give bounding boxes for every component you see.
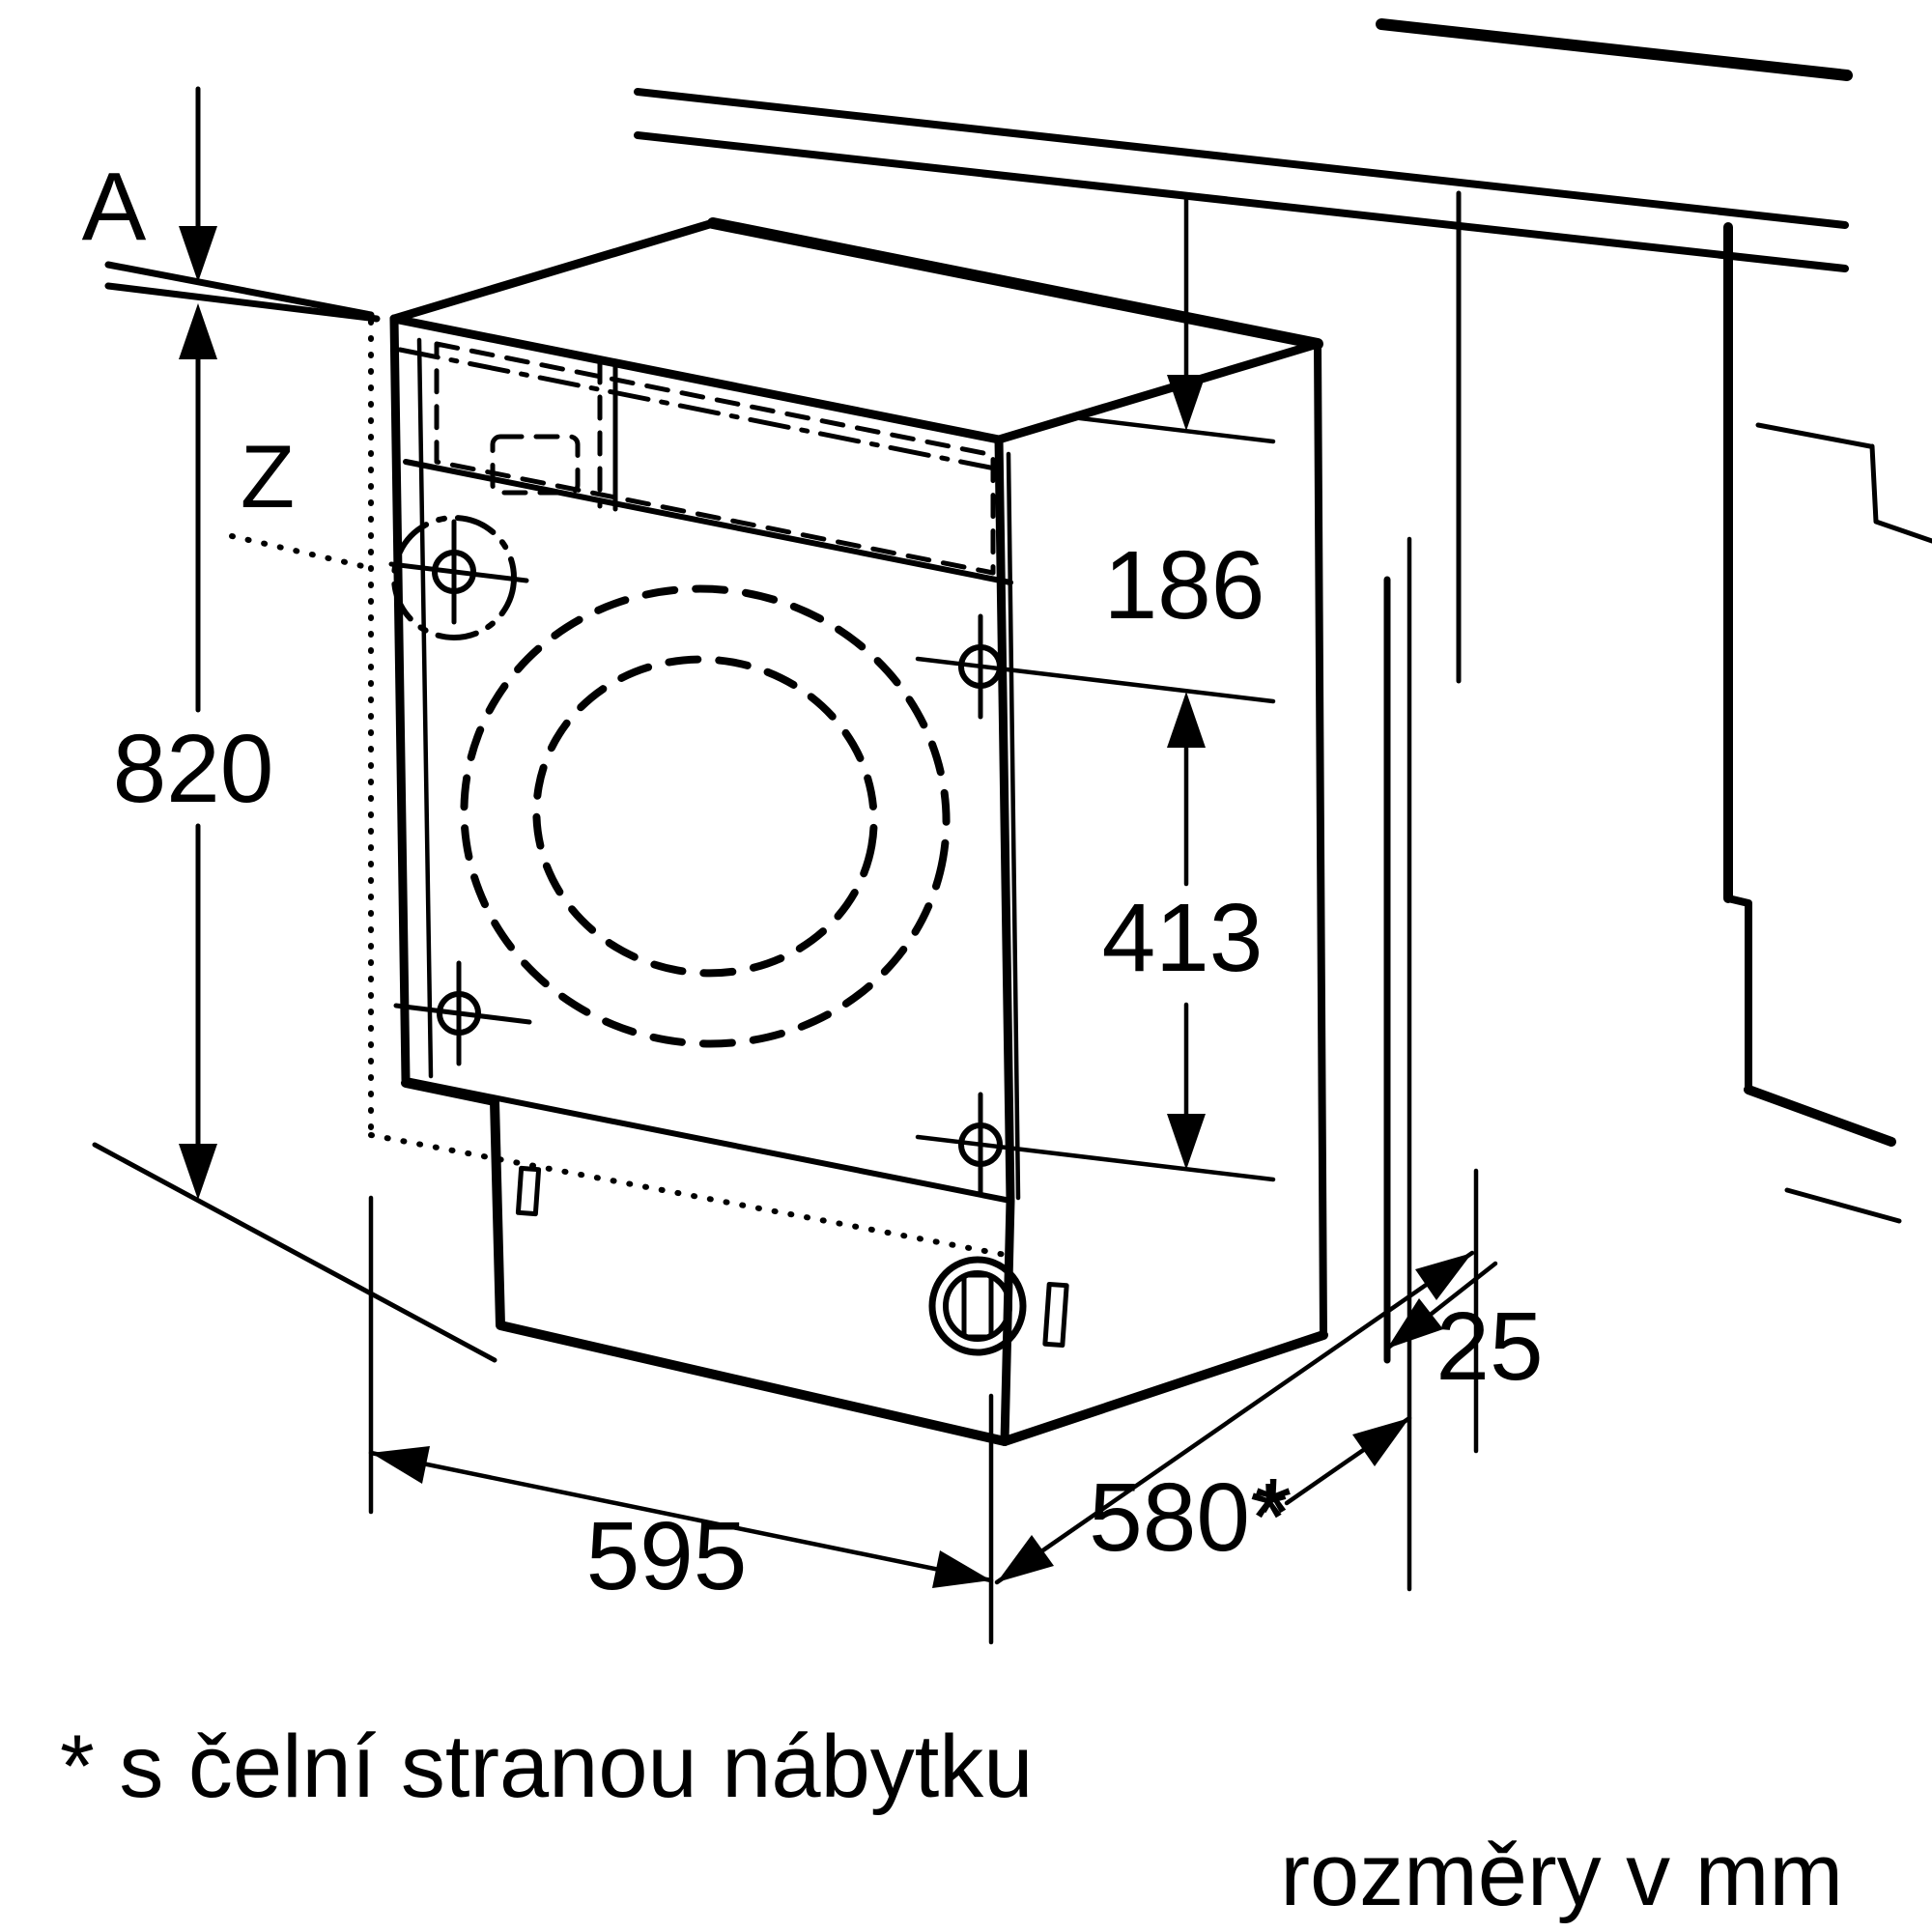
back-right-edge <box>1314 340 1327 1339</box>
mounting-holes <box>388 515 1276 1198</box>
front-left-seam-line <box>416 337 434 1079</box>
plinth-outline <box>401 1078 1009 1446</box>
dim-820: 820 <box>92 356 497 1363</box>
panel-plinth-step <box>1724 895 1752 1094</box>
display-window-hidden <box>490 434 581 496</box>
dim-a: A <box>82 86 217 359</box>
label-186: 186 <box>1104 531 1265 639</box>
drum-inner-circle <box>532 655 878 978</box>
dim-186: 186 <box>1069 194 1276 639</box>
dim-580-line <box>994 1250 1475 1585</box>
arrow-left-icon <box>371 1446 430 1484</box>
z-detail-circle <box>391 515 517 640</box>
panel-bottom-thin-line <box>1784 1187 1902 1224</box>
a-gap-lines <box>104 261 381 323</box>
worktop-underside-line <box>104 261 375 319</box>
arrow-up-icon <box>179 303 217 359</box>
arrow-left-icon <box>997 1535 1054 1582</box>
machine-top-plane-line <box>104 282 381 323</box>
dim-186-reference-line <box>1069 414 1276 444</box>
worktop-back-edge <box>1376 18 1853 81</box>
arrow-down-icon <box>179 1144 217 1200</box>
arrow-down-icon <box>1167 1114 1206 1170</box>
right-side-panel <box>1723 222 1902 1224</box>
hole-axis-horizontal <box>393 1003 532 1025</box>
door-bottom-edge <box>403 1077 1013 1204</box>
label-asterisk: * <box>1255 1459 1293 1567</box>
label-413: 413 <box>1102 884 1264 992</box>
base-details <box>515 1165 1069 1356</box>
front-right-seam-line <box>1006 451 1021 1201</box>
dim-580: 580* <box>994 1168 1479 1585</box>
panel-bottom-edge <box>403 459 1013 585</box>
arrow-down-icon <box>1167 375 1206 431</box>
pump-cap-outer <box>928 1256 1027 1356</box>
arrow-down-left-icon <box>1387 1298 1443 1349</box>
plinth-clip-left <box>515 1165 542 1217</box>
top-right-edge <box>994 339 1322 444</box>
arrow-right-icon <box>932 1550 991 1588</box>
worktop-bottom-edge <box>634 131 1849 272</box>
front-top-edge <box>389 314 1004 444</box>
arrow-down-icon <box>179 226 217 282</box>
cabinet-step-lines <box>1755 422 1932 544</box>
panel-hidden-outline <box>434 341 996 576</box>
panel-bottom-edge <box>1744 1085 1896 1147</box>
front-left-edge <box>389 314 411 1085</box>
floor-line <box>92 1142 497 1363</box>
furniture-front-bottom-dotted <box>368 1132 1013 1259</box>
units-text: rozměry v mm <box>1280 1826 1843 1924</box>
arrow-up-right-icon <box>1352 1418 1409 1466</box>
hinge-line-bottom <box>915 1134 1276 1182</box>
label-a: A <box>82 153 147 261</box>
drum <box>460 584 951 1048</box>
hole-axis-horizontal <box>388 561 529 583</box>
dim-413: 413 <box>1102 692 1264 1170</box>
top-back-edge <box>707 217 1323 350</box>
dim-595-line <box>368 1450 994 1583</box>
label-820: 820 <box>113 715 274 823</box>
worktop-lines <box>634 18 1932 684</box>
label-25: 25 <box>1435 1293 1543 1401</box>
label-z: Z <box>241 428 295 526</box>
arrow-up-icon <box>1167 692 1206 748</box>
pump-cap-inner <box>943 1270 1012 1342</box>
label-595: 595 <box>586 1502 748 1610</box>
plinth-clip-right <box>1042 1281 1069 1349</box>
footnote-text: * s čelní stranou nábytku <box>60 1718 1033 1816</box>
control-panel <box>397 341 1013 585</box>
pump-cap-handle <box>961 1272 994 1340</box>
top-left-edge <box>389 218 718 324</box>
dim-25: 25 * <box>1255 536 1544 1592</box>
panel-hinge-hidden-line <box>397 347 1008 473</box>
drum-outer-circle <box>460 584 951 1048</box>
z-leader-dotted <box>229 533 374 571</box>
hinge-line-top <box>915 656 1276 704</box>
dim-595: 595 <box>368 1195 994 1645</box>
label-580: 580* <box>1089 1463 1288 1572</box>
worktop-top-edge <box>634 88 1849 229</box>
washing-machine-outline <box>389 217 1328 1446</box>
furniture-front-outline <box>229 319 1013 1259</box>
base-right-bottom-edge <box>1000 1330 1328 1446</box>
arrow-right-icon <box>1415 1253 1472 1300</box>
